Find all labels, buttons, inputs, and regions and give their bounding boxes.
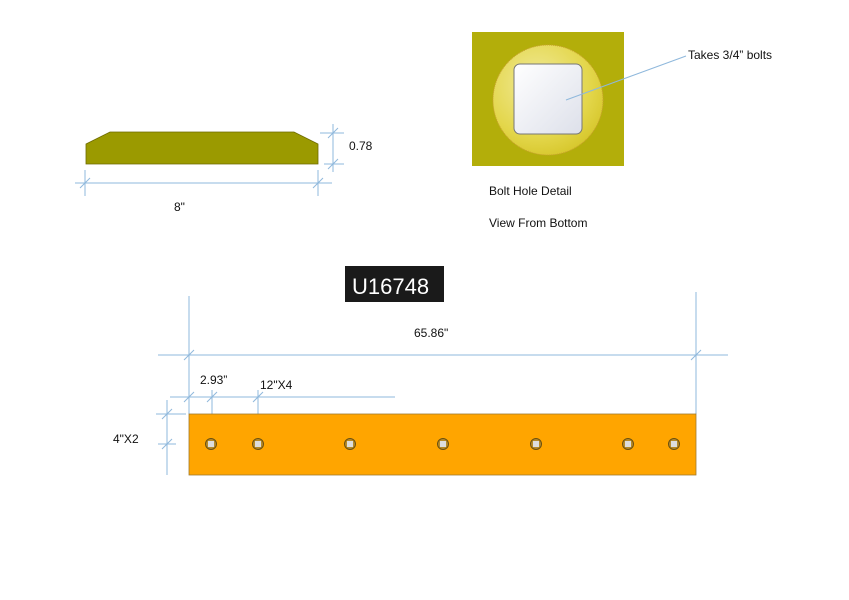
bolt-hole-square — [208, 441, 214, 447]
bolt-hole-square — [671, 441, 677, 447]
first-hole-label: 2.93” — [200, 373, 227, 387]
bolt-callout: Takes 3/4” bolts — [688, 48, 772, 62]
blade-profile — [85, 131, 319, 165]
profile-view: 0.78 8" — [75, 124, 373, 214]
bolt-hole-detail: Takes 3/4” bolts Bolt Hole Detail View F… — [472, 32, 772, 230]
spacing-label: 12"X4 — [260, 378, 293, 392]
plan-view: 65.86" 2.93” 12"X4 4"X2 — [113, 292, 728, 476]
part-number-box — [345, 266, 444, 302]
square-hole — [513, 63, 583, 135]
bolt-detail-subtitle: View From Bottom — [489, 216, 587, 230]
bolt-hole-square — [440, 441, 446, 447]
height-label: 4"X2 — [113, 432, 139, 446]
thickness-label: 0.78 — [349, 139, 373, 153]
part-number: U16748 — [352, 274, 429, 299]
length-label: 65.86" — [414, 326, 448, 340]
callout-leader — [565, 55, 687, 101]
bolt-hole-square — [533, 441, 539, 447]
bolt-detail-title: Bolt Hole Detail — [489, 184, 572, 198]
bolt-hole-square — [255, 441, 261, 447]
bolt-hole-square — [347, 441, 353, 447]
width-label: 8" — [174, 200, 185, 214]
bolt-hole-square — [625, 441, 631, 447]
